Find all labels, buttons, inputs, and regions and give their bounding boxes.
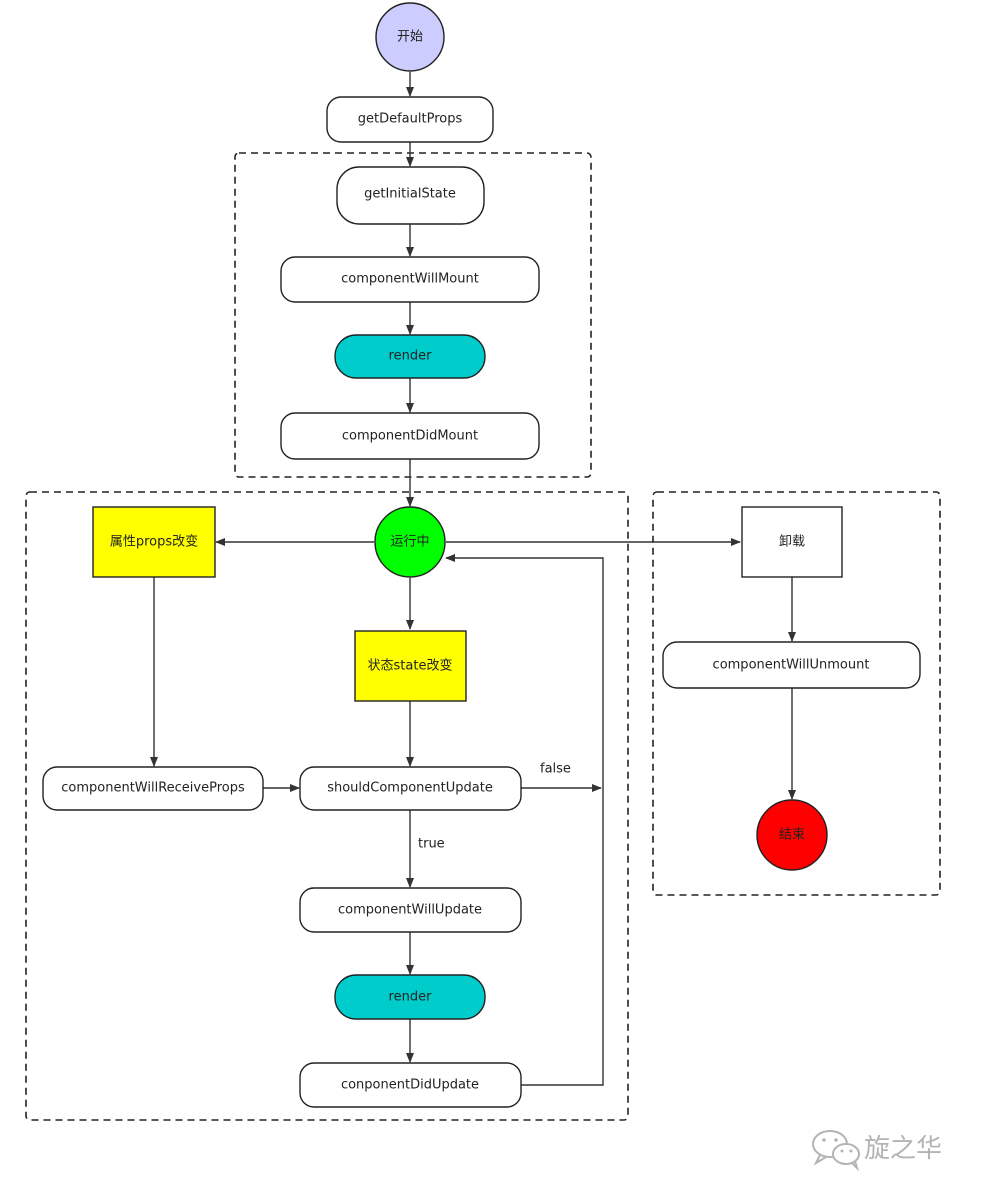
render-update-box — [334, 974, 486, 1020]
componentwillunmount-label: componentWillUnmount — [713, 658, 870, 673]
updating-group-frame — [25, 491, 629, 1121]
state-change-box — [354, 630, 467, 702]
componentdidmount-label: componentDidMount — [342, 429, 478, 444]
getinitialstate-node: getInitialState — [336, 166, 485, 225]
getdefaultprops-box — [326, 96, 494, 143]
shouldcomponentupdate-label: shouldComponentUpdate — [327, 781, 493, 796]
render-mount-box — [334, 334, 486, 379]
componentwillreceiveprops-label: componentWillReceiveProps — [61, 781, 245, 796]
unmounting-group-frame — [652, 491, 941, 896]
getdefaultprops-label: getDefaultProps — [358, 112, 463, 127]
end-label: 结束 — [779, 828, 805, 843]
unmount-label: 卸载 — [779, 534, 805, 550]
componentdidmount-node: componentDidMount — [280, 412, 540, 460]
componentwillupdate-node: componentWillUpdate — [299, 887, 522, 933]
running-circle — [374, 506, 446, 578]
getdefaultprops-node: getDefaultProps — [326, 96, 494, 143]
componentdidupdate-box — [299, 1062, 522, 1108]
componentwillunmount-node: componentWillUnmount — [662, 641, 921, 689]
watermark: 旋之华 — [812, 1130, 942, 1172]
componentwillmount-box — [280, 256, 540, 303]
edge-label-true: true — [418, 837, 445, 852]
edge-didupdate-back-to-running — [445, 554, 604, 1086]
state-change-node: 状态state改变 — [354, 630, 467, 702]
mounting-group-frame — [234, 152, 592, 478]
state-change-label: 状态state改变 — [368, 658, 453, 674]
componentwillreceiveprops-box — [42, 766, 264, 811]
start-node: 开始 — [375, 2, 445, 72]
running-label: 运行中 — [390, 535, 429, 550]
shouldcomponentupdate-box — [299, 766, 522, 811]
getinitialstate-label: getInitialState — [364, 187, 456, 202]
componentwillunmount-box — [662, 641, 921, 689]
props-change-node: 属性props改变 — [92, 506, 216, 578]
shouldcomponentupdate-node: shouldComponentUpdate — [299, 766, 522, 811]
componentwillreceiveprops-node: componentWillReceiveProps — [42, 766, 264, 811]
componentwillmount-label: componentWillMount — [341, 272, 479, 287]
componentdidmount-box — [280, 412, 540, 460]
render-mount-label: render — [389, 349, 433, 364]
wechat-icon — [812, 1130, 860, 1172]
unmount-node: 卸载 — [741, 506, 843, 578]
componentwillupdate-box — [299, 887, 522, 933]
unmount-box — [741, 506, 843, 578]
componentwillmount-node: componentWillMount — [280, 256, 540, 303]
start-label: 开始 — [397, 30, 423, 45]
componentwillupdate-label: componentWillUpdate — [338, 903, 482, 918]
getinitialstate-box — [336, 166, 485, 225]
componentdidupdate-label: conponentDidUpdate — [341, 1078, 479, 1093]
end-node: 结束 — [756, 799, 828, 871]
render-update-node: render — [334, 974, 486, 1020]
running-node: 运行中 — [374, 506, 446, 578]
props-change-label: 属性props改变 — [110, 534, 198, 550]
render-update-label: render — [389, 990, 433, 1005]
render-mount-node: render — [334, 334, 486, 379]
start-circle — [375, 2, 445, 72]
props-change-box — [92, 506, 216, 578]
componentdidupdate-node: conponentDidUpdate — [299, 1062, 522, 1108]
end-circle — [756, 799, 828, 871]
edge-label-false: false — [540, 762, 571, 777]
watermark-text: 旋之华 — [864, 1134, 942, 1164]
